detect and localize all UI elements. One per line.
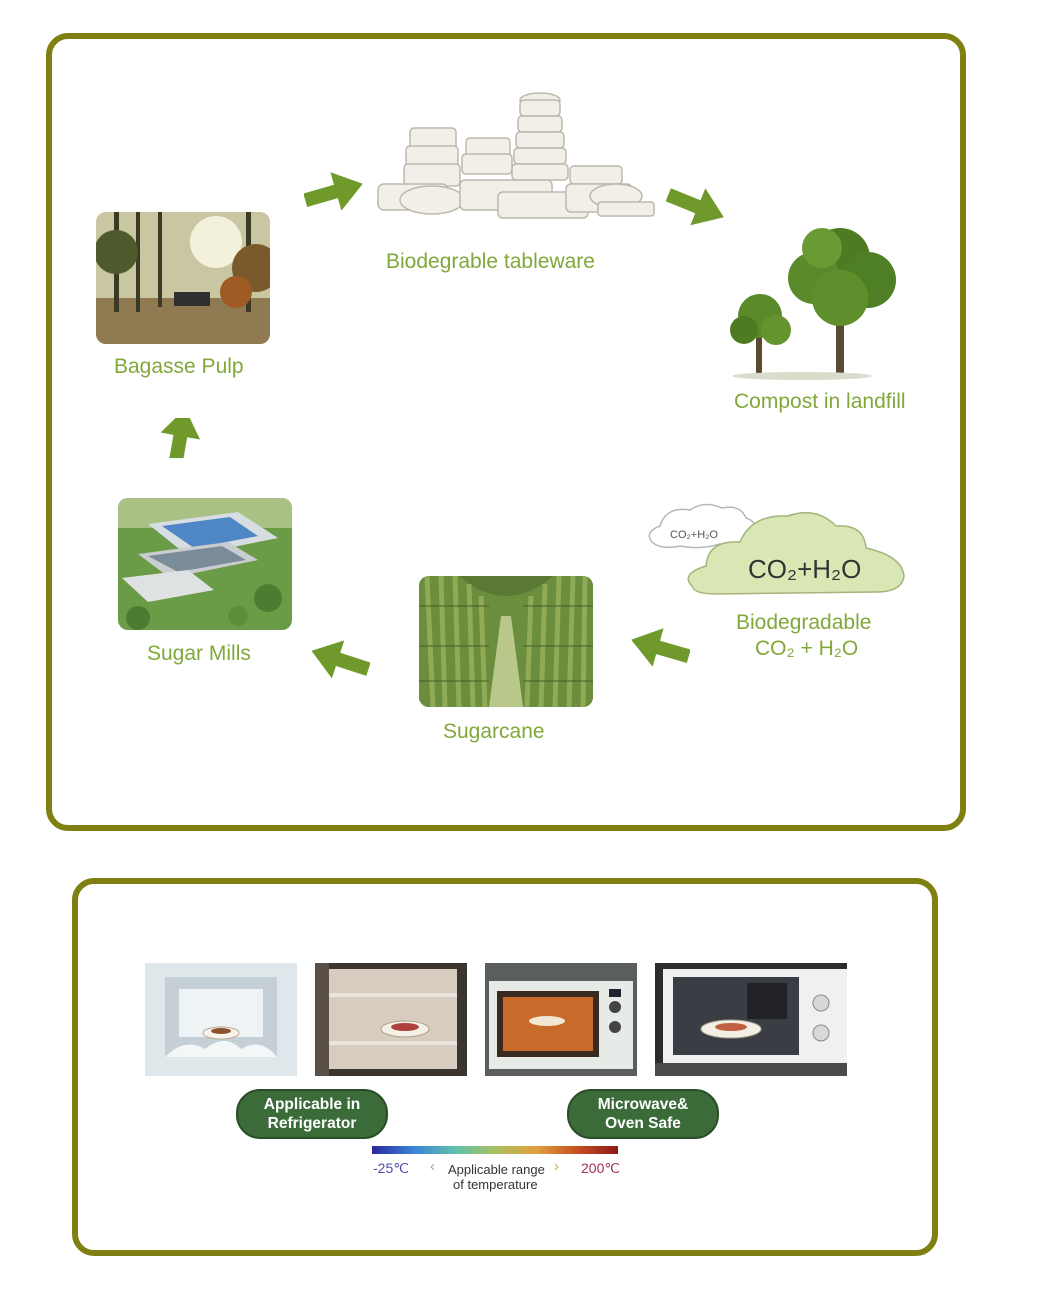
sugar-mills-photo [118, 498, 292, 630]
bagasse-pulp-photo [96, 212, 270, 344]
scale-max-label: 200℃ [581, 1160, 621, 1176]
oven-photo [485, 963, 637, 1076]
scale-caption-line2: of temperature [453, 1177, 538, 1192]
temperature-gradient-bar [372, 1146, 618, 1154]
freezer-photo [145, 963, 297, 1076]
scale-right-chevron: › [554, 1158, 559, 1175]
scale-left-chevron: ‹ [430, 1158, 435, 1175]
badge-line: Microwave& [597, 1096, 689, 1113]
arrow-to-bagasse-pulp [150, 418, 210, 458]
microwave-oven-badge-text: Microwave&Oven Safe [598, 1095, 688, 1133]
microwave-photo [655, 963, 847, 1076]
sugar-mills-label: Sugar Mills [147, 642, 251, 665]
refrigerator-badge-text: Applicable in Refrigerator [264, 1095, 360, 1133]
arrow-to-tableware [304, 172, 364, 212]
compost-label: Compost in landfill [734, 390, 906, 413]
sugarcane-photo [419, 576, 593, 707]
arrow-to-sugarcane [630, 628, 690, 668]
trees-illustration [722, 218, 912, 383]
refrigerator-badge: Applicable in Refrigerator [236, 1089, 388, 1139]
biodegradable-label: Biodegradable [736, 611, 872, 634]
scale-min-label: -25℃ [373, 1160, 409, 1176]
bagasse-pulp-label: Bagasse Pulp [114, 355, 244, 378]
badge-line: Applicable in [263, 1096, 361, 1113]
microwave-oven-badge: Microwave&Oven Safe [567, 1089, 719, 1139]
arrow-to-sugar-mills [310, 640, 370, 680]
co2-h2o-label: CO₂ + H₂O [755, 637, 859, 660]
scale-caption-line1: Applicable range [448, 1162, 545, 1177]
badge-line: Refrigerator [267, 1115, 357, 1132]
fridge-photo [315, 963, 467, 1076]
sugarcane-label: Sugarcane [443, 720, 545, 743]
co2-clouds: CO₂+H₂O CO₂+H₂O [640, 496, 912, 602]
badge-line: Oven Safe [605, 1115, 681, 1132]
tableware-label: Biodegrable tableware [386, 250, 595, 273]
small-cloud-text: CO₂+H₂O [670, 529, 718, 541]
big-cloud-text: CO₂+H₂O [748, 554, 861, 584]
arrow-to-compost [666, 186, 726, 226]
tableware-illustration [370, 88, 660, 228]
